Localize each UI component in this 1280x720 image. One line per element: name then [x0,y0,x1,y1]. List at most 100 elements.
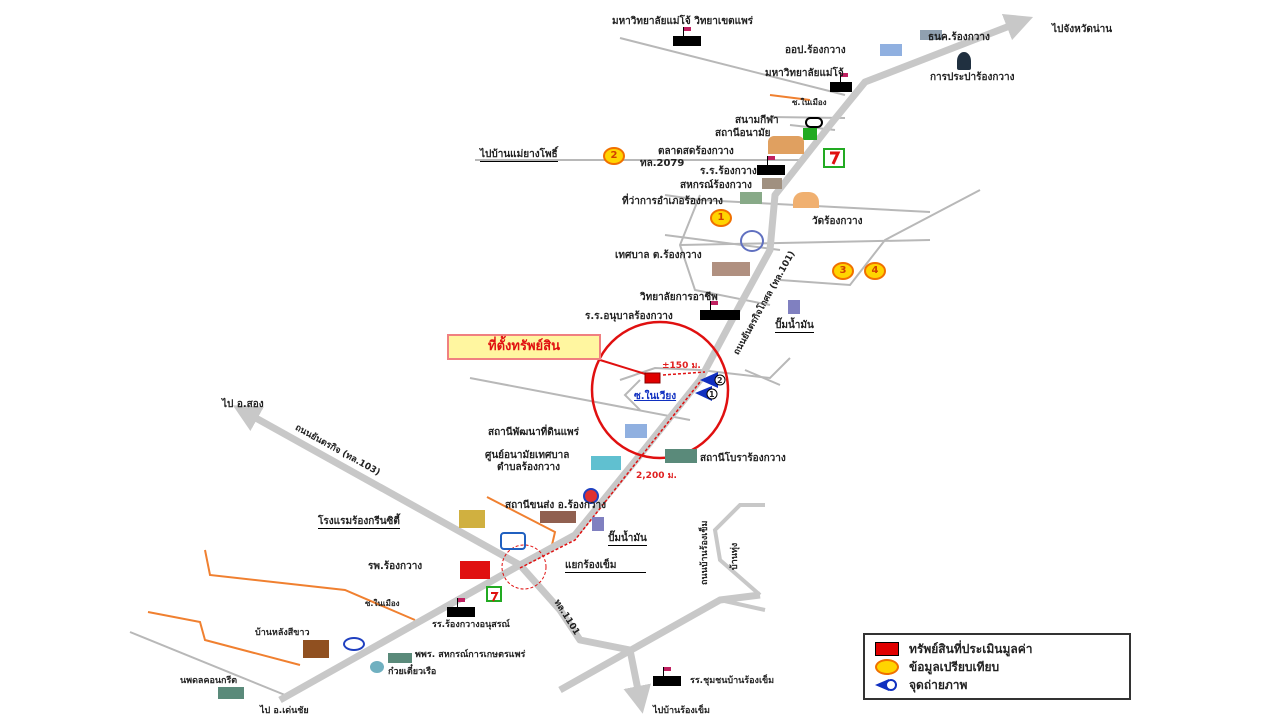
label-soi-site[interactable]: ซ.ในเวียง [634,391,677,402]
label-school-rongkwang: ร.ร.ร้องกวาง [700,166,757,177]
label-concrete: นพดลคอนกรีต [180,676,238,686]
label-waterworks: การประปาร้องกวาง [930,72,1015,83]
yellow-circle-icon [875,659,899,675]
school-icon [673,27,701,46]
school-icon [653,667,681,686]
gas-station-icon [592,517,604,531]
label-school-anusorn: รร.ร้องกวางอนุสรณ์ [432,620,510,630]
compare-point-3[interactable]: 3 [832,262,854,280]
police-icon [583,488,599,504]
school-icon [757,156,785,175]
label-to-nan: ไปจังหวัดน่าน [1052,24,1113,35]
legend-label: จุดถ่ายภาพ [909,677,968,692]
label-health-center-2: ตำบลร้องกวาง [497,462,561,473]
bank-icon [500,532,526,550]
label-market: ตลาดสดร้องกวาง [658,146,734,157]
water-tower-icon [957,52,971,70]
label-to-maeyang: ไปบ้านแม่ยางโพธิ์ [480,149,558,162]
label-gas1: ปั๊มน้ำมัน [775,320,814,333]
label-hotel: โรงแรมร้องกรีนซิตี้ [318,516,400,529]
label-house: บ้านหลังสีขาว [255,628,310,638]
land-dev-icon [625,424,647,438]
label-mju: มหาวิทยาลัยแม่โจ้ [765,68,844,79]
label-municipality: เทศบาล ต.ร้องกวาง [615,250,702,261]
distance-line-150 [662,371,706,376]
label-to-rongkhem: ไปบ้านร้องเข็ม [653,706,710,716]
market-icon [768,136,804,154]
label-soi-top: ซ.ในเมือง [792,98,827,107]
compare-point-1[interactable]: 1 [710,209,732,227]
label-to-denchai: ไป อ.เด่นชัย [260,706,309,716]
stadium-icon [805,117,823,128]
label-land-dev: สถานีพัฒนาที่ดินแพร่ [488,427,580,438]
label-health-station: สถานีอนามัย [715,128,771,139]
label-school-rongkhem: รร.ชุมชนบ้านร้องเข็ม [690,676,775,686]
label-coop: สหกรณ์ร้องกวาง [680,180,752,191]
label-ban-thung: บ้านทุ่ง [730,542,740,570]
main-roads [232,13,1034,714]
legend-item-property: ทรัพย์สินที่ประเมินมูลค่า [875,640,1033,658]
junction-circle [501,544,547,590]
site-highlight-circle [590,320,730,460]
label-soi-bottom: ซ.ในเมือง [365,599,400,608]
label-school-mid: วิทยาลัยการอาชีพ [640,292,718,303]
label-temple: วัดร้องกวาง [812,216,863,227]
noodle-shop-icon [370,661,384,673]
property-location-callout: ที่ตั้งทรัพย์สิน [447,334,601,360]
school-icon [830,73,852,92]
post-office-icon [740,230,764,252]
legend-label: ทรัพย์สินที่ประเมินมูลค่า [909,641,1033,656]
orange-roads [147,94,811,666]
label-distance-2200: 2,200 ม. [636,471,677,481]
hospital-icon [460,561,490,579]
label-junction: แยกร้องเข็ม [565,560,647,573]
label-stadium: สนามกีฬา [735,115,779,126]
label-health-center-1: ศูนย์อนามัยเทศบาล [485,450,570,461]
bus-station-icon [540,511,576,523]
seven-eleven-icon [823,148,845,168]
office-icon [880,44,902,56]
hotel-icon [459,510,485,528]
label-distance-150: ±150 ม. [662,361,701,371]
property-marker[interactable] [644,372,661,384]
label-hospital: รพ.ร้องกวาง [368,561,423,572]
label-noodle: ก๋วยเตี๋ยวเรือ [388,667,437,677]
legend-item-photo: จุดถ่ายภาพ [875,676,967,694]
coop-icon [762,178,782,189]
municipality-icon [712,262,750,276]
minor-roads [129,37,981,696]
district-office-icon [740,192,762,204]
label-district-office: ที่ว่าการอำเภอร้องกวาง [622,196,723,207]
concrete-plant-icon [218,687,244,699]
label-kindergarten: ร.ร.อนุบาลร้องกวาง [585,311,673,322]
school-icon [700,301,740,320]
side-roads [712,503,766,612]
health-center-icon [591,456,621,470]
label-bus-station: สถานีขนส่ง อ.ร้องกวาง [505,500,606,511]
photo-point-1: 1 [709,390,715,399]
temple-icon [793,192,819,208]
label-mju-phrae: มหาวิทยาลัยแม่โจ้ วิทยาเขตแพร่ [612,16,754,27]
bank-icon [920,30,942,40]
gas-station-icon [788,300,800,314]
label-road-rongkhem: ถนนบ้านร้องเข็ม [700,520,710,585]
house-icon [303,640,329,658]
photo-point-markers [695,372,726,401]
label-bank: ธนค.ร้องกวาง [928,32,990,43]
compare-point-2[interactable]: 2 [603,147,625,165]
red-square-icon [875,642,899,656]
label-to-song: ไป อ.สอง [222,399,264,410]
compare-point-4[interactable]: 4 [864,262,886,280]
photo-point-2: 2 [717,376,723,385]
coop-icon [388,653,412,663]
map-legend: ทรัพย์สินที่ประเมินมูลค่า ข้อมูลเปรียบเท… [863,633,1131,700]
legend-label: ข้อมูลเปรียบเทียบ [909,659,1000,674]
health-station-icon [803,128,817,140]
label-oop: ออป.ร้องกวาง [785,45,846,56]
gas-station-icon [343,637,365,651]
distance-line-2200 [519,381,701,569]
label-route2079: ทล.2079 [640,158,685,169]
seven-eleven-icon [486,586,502,602]
